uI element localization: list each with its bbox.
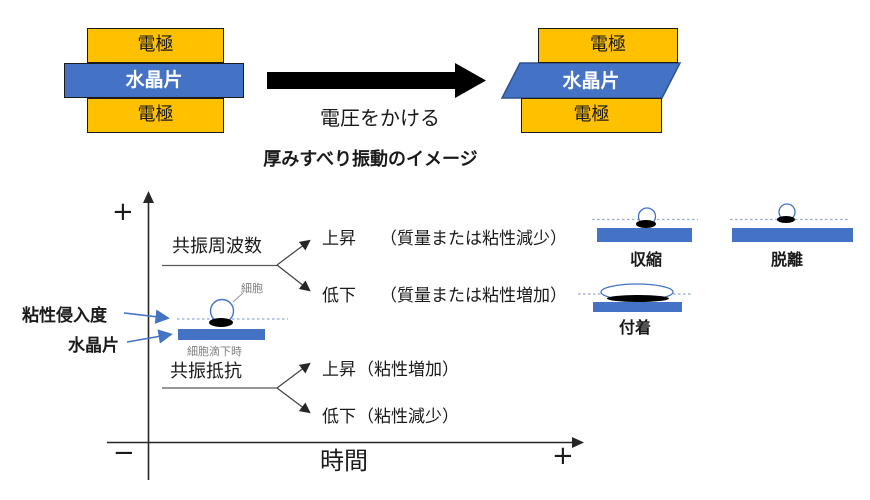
left-electrode-top: 電極 <box>87 28 224 63</box>
thickness-shear-caption: 厚みすべり振動のイメージ <box>263 149 478 170</box>
frequency-up-note: （質量または粘性減少） <box>380 229 567 249</box>
quartz-bar-center <box>178 329 265 340</box>
y-axis-plus-sign: + <box>112 197 134 227</box>
quartz-parallelogram <box>500 62 682 99</box>
left-electrode-bottom-label: 電極 <box>137 104 174 125</box>
state-label-adhesion: 付着 <box>618 318 651 337</box>
detachment-quartz-bar <box>732 228 853 242</box>
viscous-penetration-depth-label: 粘性侵入度 <box>22 306 107 326</box>
voltage-arrow-label: 電圧をかける <box>320 106 440 130</box>
left-quartz-block: 水晶片 <box>64 63 244 98</box>
quartz-pointer-arrow <box>126 329 173 344</box>
resonance-resistance-label: 共振抵抗 <box>170 361 242 382</box>
frequency-up-arrow <box>276 239 311 266</box>
quartz-piece-label: 水晶片 <box>68 336 119 356</box>
resistance-up-label: 上昇 <box>322 360 356 380</box>
resistance-up-arrow <box>276 362 311 389</box>
x-axis-plus-sign: + <box>552 441 574 471</box>
cell-contact-ellipse <box>209 318 233 327</box>
right-electrode-bottom: 電極 <box>521 98 662 133</box>
state-label-detachment: 脱離 <box>770 250 803 269</box>
cell-label: 細胞 <box>241 282 263 295</box>
adhesion-contact-ellipse <box>607 295 669 302</box>
left-electrode-top-label: 電極 <box>137 34 174 55</box>
resistance-down-arrow <box>276 387 311 414</box>
frequency-up-label: 上昇 <box>322 229 356 249</box>
resonance-frequency-label: 共振周波数 <box>172 236 262 257</box>
y-axis-minus-sign: − <box>113 438 135 468</box>
right-electrode-bottom-label: 電極 <box>573 104 610 125</box>
left-quartz-label: 水晶片 <box>125 69 183 91</box>
detachment-contact-ellipse <box>777 216 795 223</box>
right-electrode-top-label: 電極 <box>590 34 626 55</box>
x-axis-label: 時間 <box>320 447 368 475</box>
cell-pointer-line <box>232 292 244 303</box>
resistance-up-note: （粘性増加） <box>357 360 459 380</box>
resistance-down-label: 低下 <box>322 407 356 427</box>
viscous-depth-pointer-arrow <box>123 309 170 324</box>
contraction-contact-ellipse <box>636 220 656 228</box>
left-electrode-bottom: 電極 <box>87 98 224 133</box>
frequency-down-arrow <box>276 264 311 292</box>
frequency-down-note: （質量または粘性増加） <box>380 286 567 306</box>
y-axis-arrowhead <box>143 191 154 203</box>
resistance-down-note: （粘性減少） <box>357 407 459 427</box>
state-label-contraction: 収縮 <box>629 250 662 269</box>
contraction-quartz-bar <box>597 228 692 242</box>
right-quartz-label: 水晶片 <box>562 70 620 92</box>
frequency-down-label: 低下 <box>322 286 356 306</box>
x-axis-arrowhead <box>572 437 584 448</box>
voltage-arrow <box>267 63 486 98</box>
adhesion-quartz-bar <box>593 302 682 312</box>
right-electrode-top: 電極 <box>538 28 678 63</box>
cell-drop-caption: 細胞滴下時 <box>187 345 242 358</box>
